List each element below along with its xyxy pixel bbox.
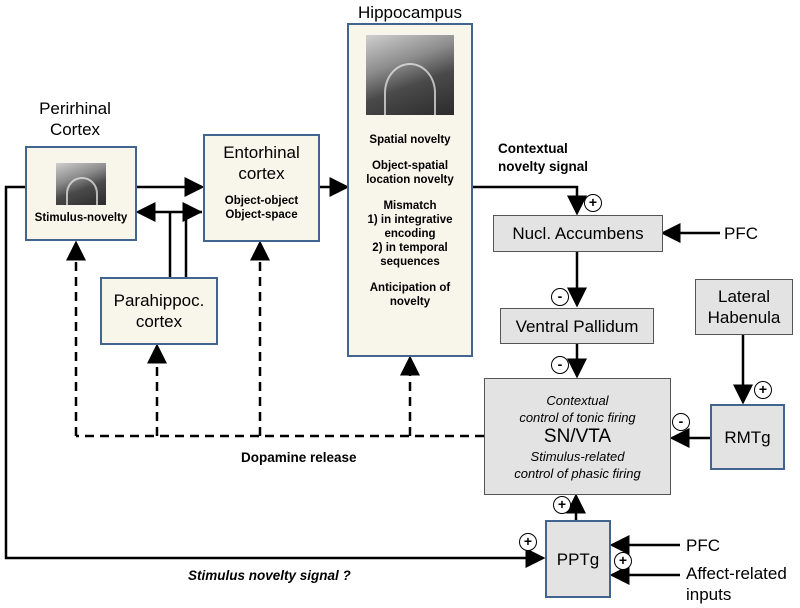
lateral-habenula-line2: Habenula: [707, 308, 781, 327]
entorhinal-title-line2: cortex: [238, 164, 285, 183]
plus-sign-affect: +: [614, 552, 632, 570]
minus-sign-pallidum: -: [551, 288, 569, 306]
minus-sign-snvta-top: -: [551, 356, 569, 374]
contextual-novelty-line2: novelty signal: [498, 159, 589, 174]
hippocampus-item-5: 1) in integrative: [367, 214, 453, 226]
nucleus-accumbens-box: Nucl. Accumbens: [493, 215, 663, 252]
sn-vta-line1: Contextual: [546, 392, 609, 408]
pfc-bottom-label: PFC: [686, 536, 720, 555]
perirhinal-title-line1: Perirhinal: [39, 99, 111, 118]
arrow-stimulus-novelty-signal: [4, 185, 546, 568]
minus-sign-rmtg-to-snvta: -: [672, 413, 690, 431]
pptg-box: PPTg: [545, 520, 611, 598]
arrow-hippocampus-to-accumbens: [473, 185, 587, 216]
hippocampus-item-1: Spatial novelty: [369, 134, 451, 146]
perirhinal-cortex-box: Stimulus-novelty: [25, 146, 137, 241]
sn-vta-title: SN/VTA: [543, 425, 612, 447]
plus-sign-stimulus: +: [519, 533, 537, 551]
hippocampus-item-7: 2) in temporal: [372, 242, 448, 254]
sn-vta-box: Contextual control of tonic firing SN/VT…: [484, 378, 671, 495]
hippocampus-item-10: novelty: [389, 296, 431, 308]
affect-inputs-line2: inputs: [686, 585, 732, 604]
entorhinal-title-line1: Entorhinal: [223, 143, 300, 162]
sn-vta-line2: control of tonic firing: [519, 409, 636, 425]
ventral-pallidum-box: Ventral Pallidum: [500, 308, 654, 344]
contextual-novelty-label: Contextual novelty signal: [498, 140, 588, 176]
affect-inputs-line1: Affect-related: [686, 564, 787, 583]
hippocampus-photo: [366, 35, 454, 115]
plus-sign-pptg-to-snvta: +: [553, 496, 571, 514]
dopamine-release-label: Dopamine release: [241, 450, 357, 465]
hippocampus-item-8: sequences: [380, 256, 440, 268]
sn-vta-line3: Stimulus-related: [530, 448, 625, 464]
sn-vta-line4: control of phasic firing: [514, 465, 641, 481]
lateral-habenula-line1: Lateral: [718, 287, 770, 306]
parahippocampal-line1: Parahippoc.: [113, 291, 205, 310]
hippocampus-item-9: Anticipation of: [369, 282, 451, 294]
hippocampus-item-2: Object-spatial: [371, 160, 449, 172]
contextual-novelty-line1: Contextual: [498, 141, 568, 156]
perirhinal-title: Perirhinal Cortex: [30, 98, 120, 140]
stimulus-novelty-signal-label: Stimulus novelty signal ?: [188, 568, 351, 583]
plus-sign-rmtg: +: [754, 381, 772, 399]
perirhinal-title-line2: Cortex: [49, 120, 101, 139]
pfc-top-label: PFC: [724, 224, 758, 243]
parahippocampal-line2: cortex: [135, 312, 183, 331]
hippocampus-item-6: encoding: [384, 228, 436, 240]
entorhinal-cortex-box: Entorhinal cortex Object-object Object-s…: [203, 134, 320, 242]
perirhinal-text: Stimulus-novelty: [34, 211, 128, 224]
hippocampus-item-3: location novelty: [366, 174, 454, 186]
hippocampus-box: Spatial novelty Object-spatial location …: [347, 23, 473, 357]
plus-sign-accumbens: +: [584, 194, 602, 212]
entorhinal-line2: Object-space: [225, 209, 298, 221]
arrow-parahippocampal-to-entorhinal: [182, 202, 203, 277]
parahippocampal-cortex-box: Parahippoc. cortex: [100, 277, 218, 345]
affect-inputs-label: Affect-related inputs: [686, 563, 787, 605]
rmtg-box: RMTg: [710, 404, 785, 470]
hippocampus-title: Hippocampus: [358, 3, 462, 22]
perirhinal-photo: [56, 162, 106, 205]
hippocampus-item-4: Mismatch: [383, 200, 437, 212]
lateral-habenula-box: Lateral Habenula: [695, 279, 793, 335]
entorhinal-line1: Object-object: [224, 195, 299, 207]
